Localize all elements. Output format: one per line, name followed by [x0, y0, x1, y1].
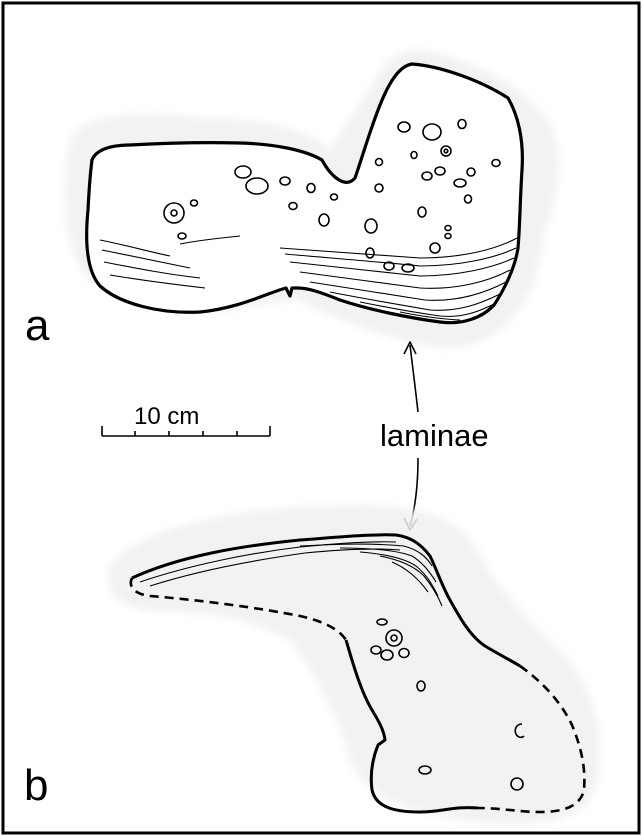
- panel-label-b: b: [24, 761, 48, 810]
- scale-bar-label: 10 cm: [134, 403, 199, 430]
- laminae-callout-label: laminae: [380, 418, 489, 453]
- specimen-a-outline: [87, 64, 523, 323]
- specimen-a: [65, 50, 559, 348]
- scale-bar: 10 cm: [102, 403, 270, 436]
- specimen-b: [108, 505, 600, 824]
- arrow-to-specimen-a: [410, 345, 418, 412]
- panel-label-a: a: [25, 301, 50, 350]
